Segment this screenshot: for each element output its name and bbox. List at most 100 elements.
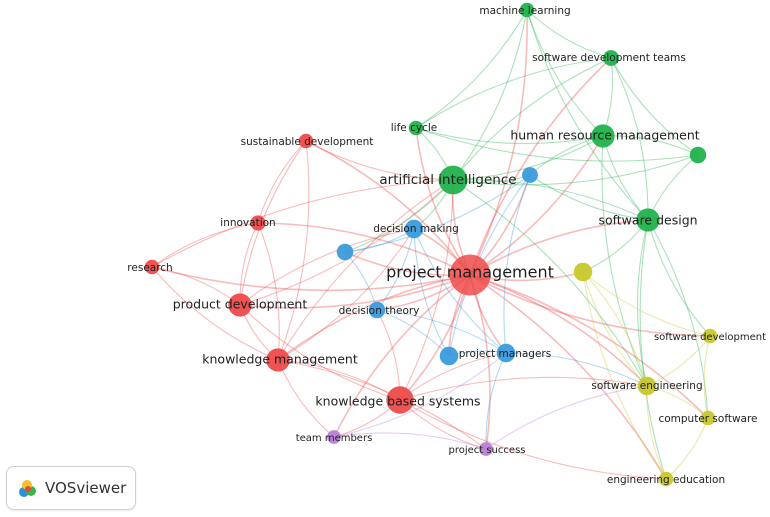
- node-label[interactable]: sustainable development: [241, 136, 374, 148]
- node-b1[interactable]: [522, 167, 538, 183]
- network-edge: [277, 274, 471, 361]
- network-edge: [399, 376, 648, 401]
- network-edge: [399, 179, 454, 401]
- node-artificial-intelligence[interactable]: [438, 165, 468, 195]
- vosviewer-logo-text: VOSviewer: [45, 479, 127, 497]
- node-y1[interactable]: [573, 262, 593, 282]
- node-product-development[interactable]: [228, 293, 252, 317]
- node-research[interactable]: [144, 259, 160, 275]
- node-b2[interactable]: [336, 243, 354, 261]
- network-edge: [601, 135, 648, 387]
- network-edge: [151, 179, 454, 268]
- node-software-engineering[interactable]: [637, 376, 657, 396]
- network-edge: [485, 385, 648, 450]
- network-edge: [277, 359, 487, 450]
- node-label[interactable]: human resource management: [510, 128, 699, 143]
- node-label[interactable]: knowledge based systems: [315, 394, 480, 409]
- network-edge: [582, 271, 667, 480]
- network-edge: [505, 352, 648, 387]
- network-edge: [151, 266, 471, 292]
- node-label[interactable]: project managers: [459, 348, 551, 360]
- network-edge: [469, 274, 709, 419]
- network-edge: [344, 174, 531, 253]
- network-edge: [485, 352, 507, 450]
- node-label[interactable]: product development: [173, 297, 308, 312]
- network-edge: [415, 127, 604, 145]
- node-team-members[interactable]: [327, 430, 341, 444]
- network-edge: [257, 222, 280, 361]
- node-label[interactable]: project success: [448, 445, 525, 456]
- network-edge: [469, 274, 491, 450]
- node-knowledge-management[interactable]: [266, 348, 290, 372]
- network-edge: [239, 274, 471, 309]
- network-edge: [257, 140, 307, 224]
- node-label[interactable]: engineering education: [607, 474, 725, 486]
- node-engineering-education[interactable]: [658, 471, 674, 487]
- node-label[interactable]: decision theory: [339, 305, 420, 317]
- network-edge: [469, 274, 667, 480]
- node-project-management[interactable]: [449, 254, 491, 296]
- network-edge: [469, 274, 648, 387]
- node-label[interactable]: software development: [654, 332, 766, 343]
- node-label[interactable]: project management: [386, 263, 554, 282]
- network-edge: [526, 9, 612, 59]
- node-project-managers[interactable]: [496, 343, 516, 363]
- network-edge: [277, 179, 454, 361]
- node-label[interactable]: research: [127, 262, 172, 274]
- network-edge: [647, 219, 709, 419]
- node-g1[interactable]: [689, 146, 707, 164]
- node-label[interactable]: software engineering: [591, 380, 702, 392]
- network-edge: [151, 266, 279, 361]
- network-edge: [469, 9, 528, 276]
- node-label[interactable]: innovation: [220, 217, 275, 229]
- network-edge: [413, 228, 507, 354]
- network-edge: [452, 154, 699, 186]
- node-label[interactable]: software design: [598, 213, 697, 228]
- network-edge: [526, 9, 604, 137]
- node-software-development[interactable]: [702, 328, 718, 344]
- node-sustainable-development[interactable]: [298, 133, 314, 149]
- node-b3[interactable]: [439, 346, 459, 366]
- network-edge: [333, 274, 471, 438]
- node-project-success[interactable]: [479, 442, 493, 456]
- node-label[interactable]: team members: [296, 433, 373, 444]
- node-label[interactable]: knowledge management: [202, 352, 358, 367]
- network-edge: [452, 57, 612, 181]
- network-edge: [452, 9, 528, 181]
- node-innovation[interactable]: [250, 215, 266, 231]
- node-machine-learning[interactable]: [519, 2, 535, 18]
- node-label[interactable]: machine learning: [479, 5, 570, 17]
- network-edge: [305, 140, 454, 181]
- network-edge: [452, 179, 648, 387]
- network-edge: [610, 57, 699, 156]
- node-label[interactable]: decision making: [373, 223, 459, 235]
- node-decision-making[interactable]: [404, 219, 424, 239]
- network-edge: [582, 271, 711, 337]
- edge-layer: [151, 9, 711, 480]
- node-life-cycle[interactable]: [408, 120, 424, 136]
- node-human-resource-management[interactable]: [591, 124, 615, 148]
- network-edge: [415, 57, 612, 129]
- node-label[interactable]: life cycle: [391, 122, 437, 134]
- network-edge: [344, 179, 454, 253]
- vosviewer-badge[interactable]: VOSviewer: [6, 466, 136, 510]
- network-edge: [639, 219, 667, 480]
- node-label[interactable]: software development teams: [532, 52, 686, 64]
- network-edge: [415, 9, 528, 129]
- network-edge: [582, 271, 648, 387]
- network-edge: [239, 228, 415, 306]
- node-computer-software[interactable]: [700, 410, 716, 426]
- node-decision-theory[interactable]: [368, 301, 386, 319]
- node-knowledge-based-systems[interactable]: [386, 386, 414, 414]
- node-label[interactable]: computer software: [658, 413, 757, 425]
- node-label[interactable]: artificial intelligence: [379, 172, 516, 188]
- network-edge: [647, 219, 711, 337]
- network-edge: [257, 222, 471, 276]
- network-edge: [469, 219, 649, 276]
- node-software-design[interactable]: [636, 208, 660, 232]
- network-edge: [333, 432, 487, 450]
- node-software-development-teams[interactable]: [603, 50, 619, 66]
- network-edge: [239, 222, 259, 306]
- network-edge: [376, 309, 507, 354]
